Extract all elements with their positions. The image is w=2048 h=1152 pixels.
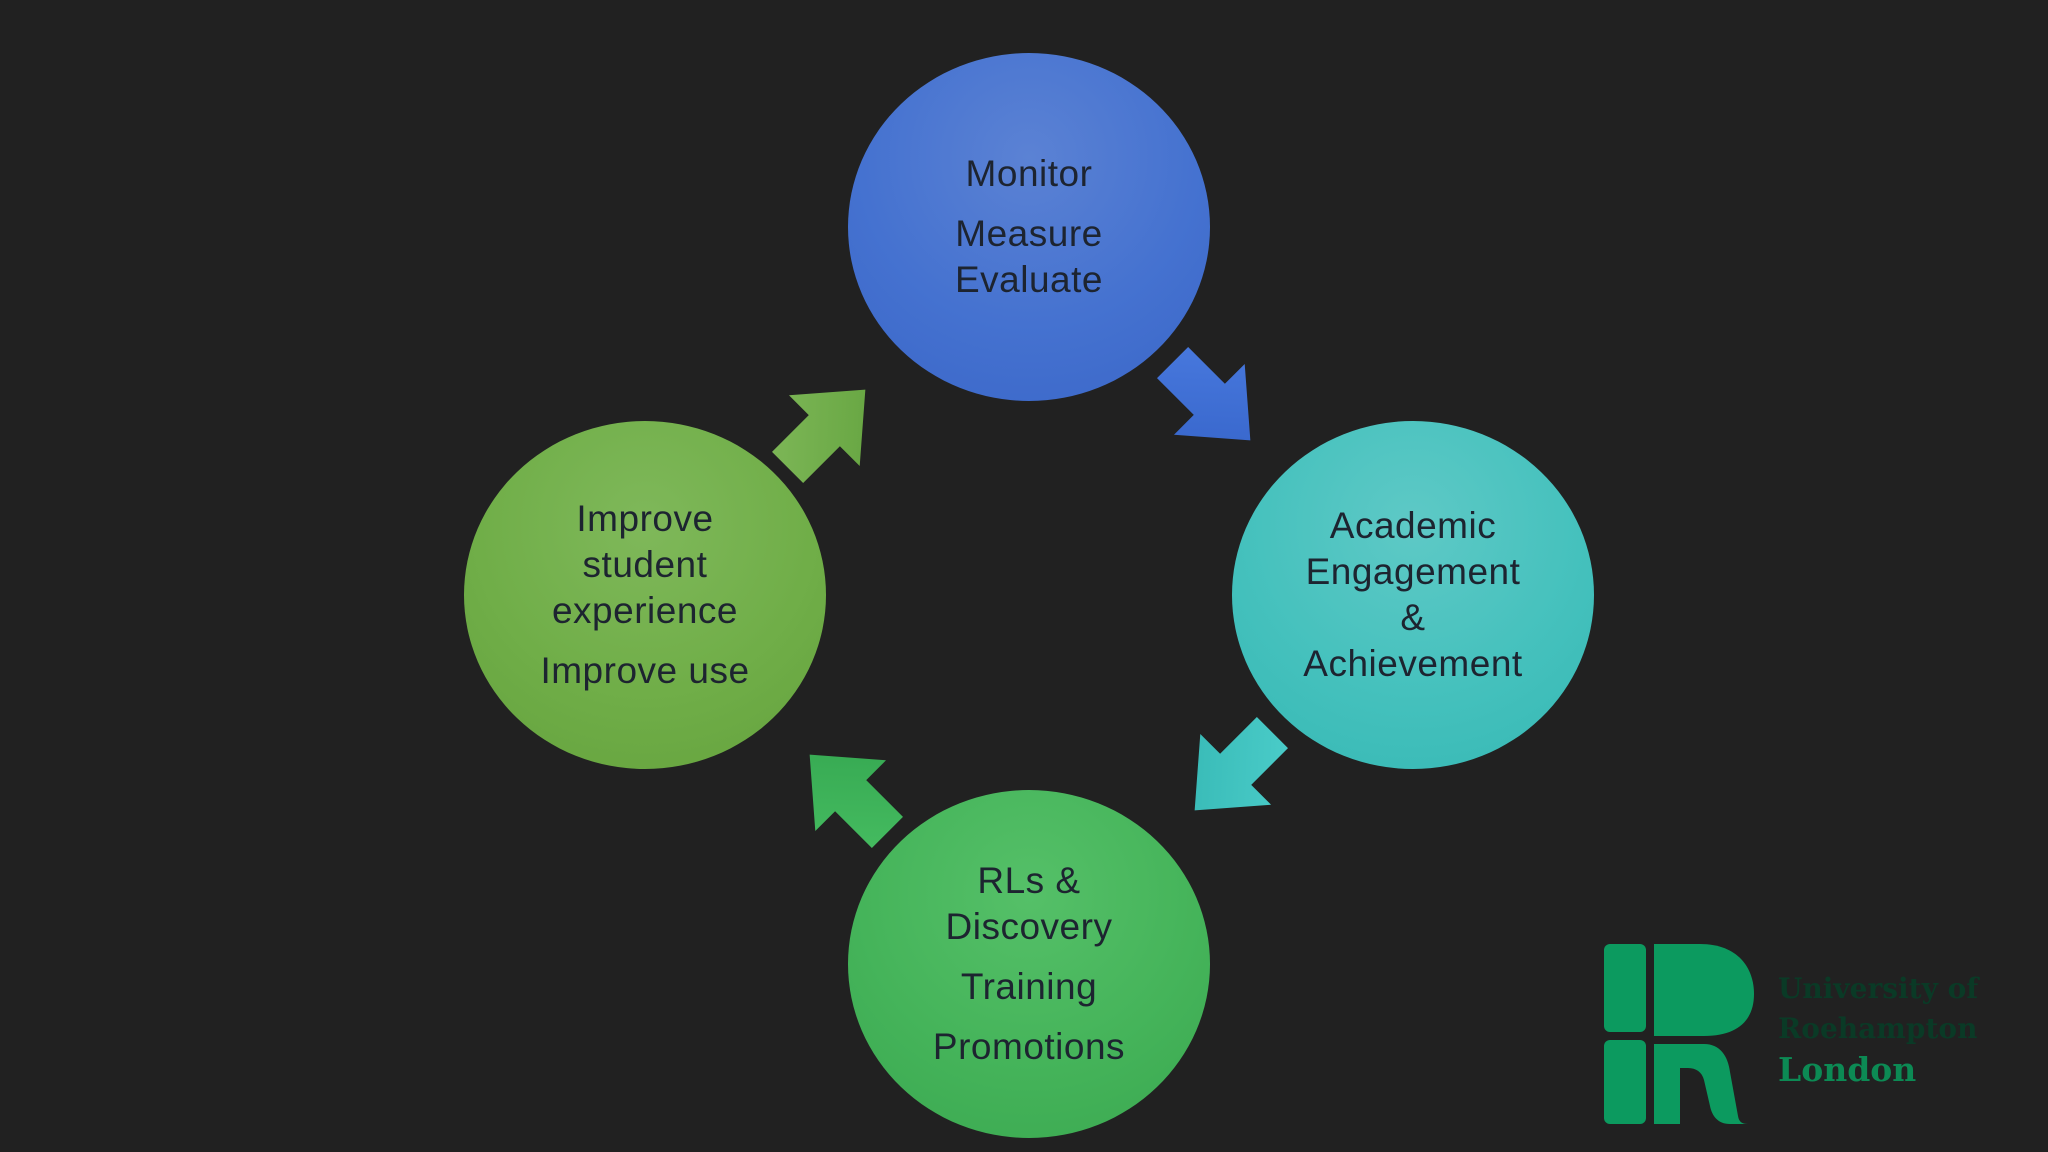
logo-text-roehampton: Roehampton	[1778, 1012, 1978, 1045]
r-monogram-icon	[1604, 944, 1754, 1124]
cycle-node-monitor: Monitor Measure Evaluate	[848, 53, 1210, 401]
cycle-node-improve-experience: Improve student experience Improve use	[464, 421, 826, 769]
logo-text-london: London	[1778, 1050, 1917, 1089]
cycle-node-rls-discovery: RLs & Discovery Training Promotions	[848, 790, 1210, 1138]
node-text: Monitor	[965, 153, 1093, 194]
node-text: Improve student experience	[551, 498, 738, 631]
arrow-shape	[1157, 347, 1251, 441]
arrow-shape	[772, 389, 866, 483]
arrow-shape	[1194, 717, 1288, 811]
node-text: Promotions	[932, 1026, 1126, 1067]
arrow-down-left-icon	[1194, 717, 1288, 811]
arrow-up-left-icon	[809, 754, 903, 848]
node-text: Improve use	[540, 650, 750, 691]
cycle-node-academic-engagement: Academic Engagement & Achievement	[1232, 421, 1594, 769]
node-text: RLs & Discovery	[945, 860, 1113, 947]
node-text: Measure Evaluate	[955, 213, 1103, 300]
logo-text-university: University of	[1778, 972, 1979, 1005]
university-logo: University of Roehampton London	[1600, 940, 2020, 1130]
node-text: Academic Engagement & Achievement	[1303, 505, 1523, 684]
arrow-down-right-icon	[1157, 347, 1251, 441]
node-text: Training	[960, 966, 1098, 1007]
arrow-up-right-icon	[772, 389, 866, 483]
arrow-shape	[809, 754, 903, 848]
